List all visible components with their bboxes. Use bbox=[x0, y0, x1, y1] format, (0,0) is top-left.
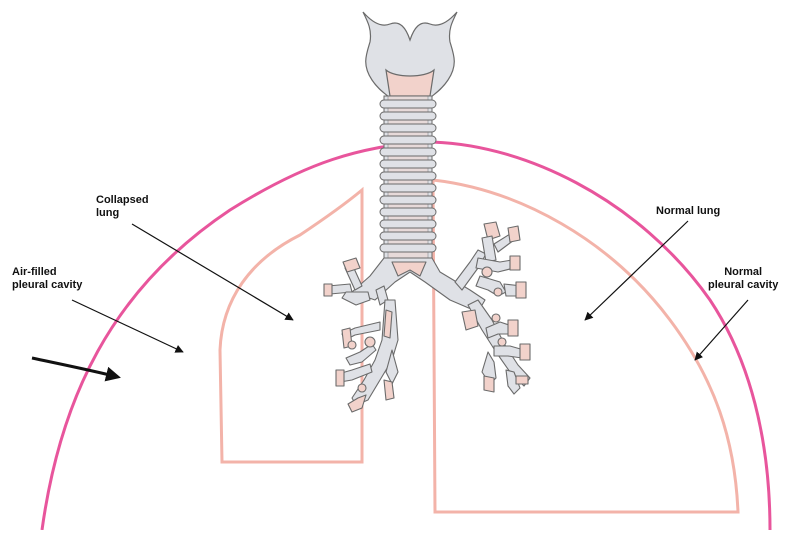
larynx bbox=[363, 12, 457, 100]
normal-cavity-label-line2: pleural cavity bbox=[708, 279, 778, 292]
collapsed-lung-label-line1: Collapsed bbox=[96, 194, 149, 207]
normal-cavity-label: Normal pleural cavity bbox=[708, 266, 778, 292]
normal-cavity-label-line1: Normal bbox=[708, 266, 778, 279]
normal-cavity-arrow bbox=[695, 300, 748, 360]
normal-lung-outline bbox=[433, 180, 738, 512]
collapsed-lung-label-line2: lung bbox=[96, 207, 149, 220]
air-filled-cavity-label: Air-filled pleural cavity bbox=[12, 266, 82, 292]
trachea bbox=[380, 96, 436, 268]
normal-lung-arrow bbox=[585, 221, 688, 320]
normal-lung-label: Normal lung bbox=[656, 205, 720, 218]
normal-lung-label-line1: Normal lung bbox=[656, 205, 720, 218]
collapsed-lung-label: Collapsed lung bbox=[96, 194, 149, 220]
air-inflow-arrow bbox=[32, 358, 118, 377]
collapsed-lung-outline bbox=[220, 190, 362, 462]
air-filled-cavity-label-line2: pleural cavity bbox=[12, 279, 82, 292]
air-filled-cavity-label-line1: Air-filled bbox=[12, 266, 82, 279]
